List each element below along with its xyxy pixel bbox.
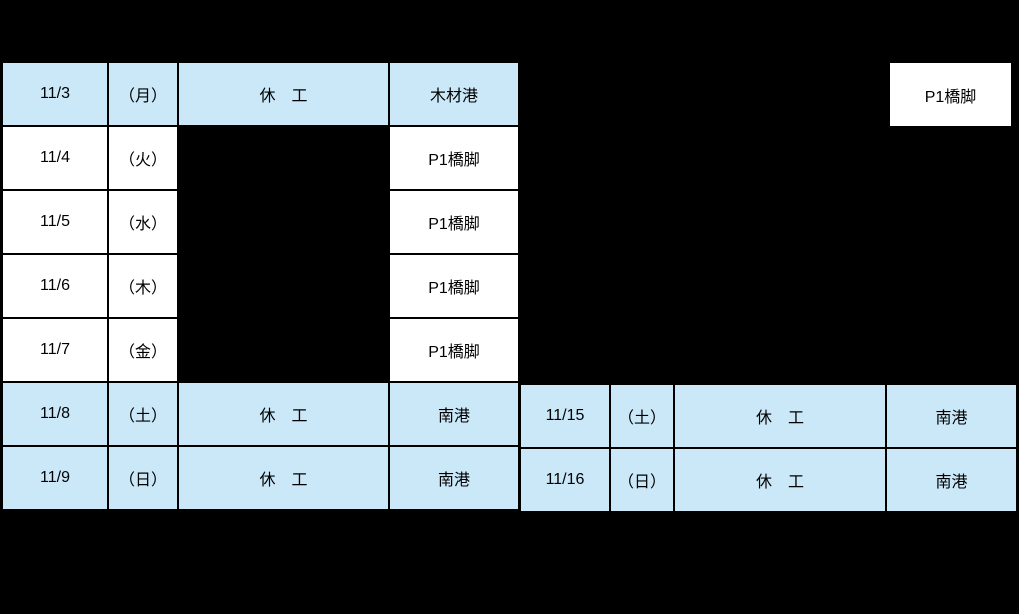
left-week-table: 11/3 （月） 休 工 木材港 11/4 （火） P1橋脚 11/5 （水） … (1, 61, 520, 511)
status-cell: 休 工 (177, 61, 390, 127)
date-cell: 11/6 (1, 253, 109, 319)
schedule-row: 11/6 （木） P1橋脚 (1, 253, 520, 319)
date-cell: 11/15 (519, 383, 611, 449)
location-cell: P1橋脚 (388, 125, 520, 191)
date-cell: 11/5 (1, 189, 109, 255)
schedule-row: 11/8 （土） 休 工 南港 (1, 381, 520, 447)
status-cell: 休 工 (177, 381, 390, 447)
redacted-cell (177, 317, 390, 383)
redacted-bottom-band (0, 512, 1019, 614)
redacted-top-band (0, 0, 1019, 61)
date-cell: 11/9 (1, 445, 109, 511)
location-cell: 南港 (388, 381, 520, 447)
date-cell: 11/8 (1, 381, 109, 447)
weekday-cell: （金） (107, 317, 179, 383)
location-cell: P1橋脚 (388, 189, 520, 255)
date-cell: 11/4 (1, 125, 109, 191)
weekday-cell: （日） (107, 445, 179, 511)
weekday-cell: （水） (107, 189, 179, 255)
weekday-cell: （土） (107, 381, 179, 447)
weekday-cell: （日） (609, 447, 675, 513)
redacted-cell (177, 125, 390, 191)
floating-location-cell: P1橋脚 (888, 61, 1013, 128)
weekday-cell: （木） (107, 253, 179, 319)
schedule-row: 11/9 （日） 休 工 南港 (1, 445, 520, 511)
schedule-row: 11/3 （月） 休 工 木材港 (1, 61, 520, 127)
schedule-row: 11/16 （日） 休 工 南港 (519, 447, 1018, 513)
weekday-cell: （火） (107, 125, 179, 191)
date-cell: 11/3 (1, 61, 109, 127)
date-cell: 11/7 (1, 317, 109, 383)
schedule-row: 11/4 （火） P1橋脚 (1, 125, 520, 191)
location-cell: 南港 (388, 445, 520, 511)
status-cell: 休 工 (673, 383, 887, 449)
schedule-row: 11/15 （土） 休 工 南港 (519, 383, 1018, 449)
weekday-cell: （土） (609, 383, 675, 449)
weekday-cell: （月） (107, 61, 179, 127)
redacted-cell (177, 253, 390, 319)
status-cell: 休 工 (177, 445, 390, 511)
location-cell: P1橋脚 (388, 317, 520, 383)
location-cell: P1橋脚 (388, 253, 520, 319)
location-cell: 南港 (885, 447, 1018, 513)
schedule-row: 11/7 （金） P1橋脚 (1, 317, 520, 383)
schedule-row: 11/5 （水） P1橋脚 (1, 189, 520, 255)
location-cell: 木材港 (388, 61, 520, 127)
status-cell: 休 工 (673, 447, 887, 513)
location-cell: 南港 (885, 383, 1018, 449)
date-cell: 11/16 (519, 447, 611, 513)
right-week-table: 11/15 （土） 休 工 南港 11/16 （日） 休 工 南港 (519, 383, 1018, 513)
redacted-cell (177, 189, 390, 255)
